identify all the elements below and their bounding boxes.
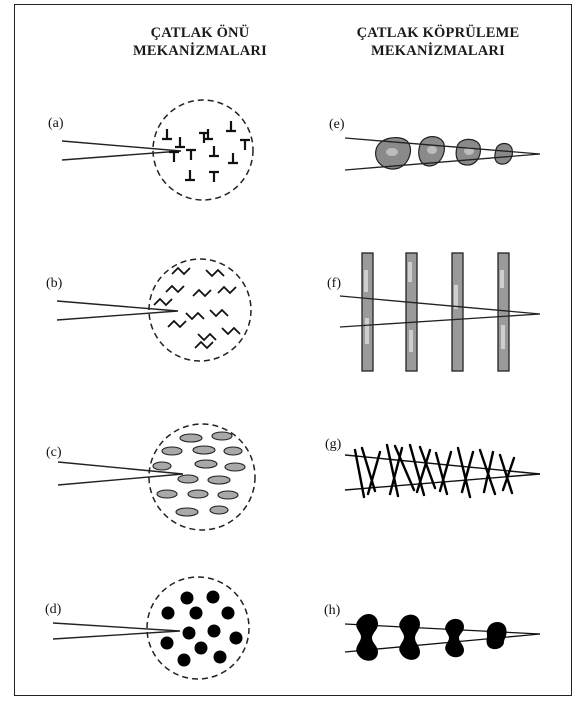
dot-particles [161, 591, 243, 667]
panel-b-microcracks [57, 259, 251, 361]
panel-f-fiber-bridges [340, 253, 540, 371]
crack-line [62, 141, 181, 160]
dislocation-symbols [162, 121, 250, 182]
process-zone-circle [149, 424, 255, 530]
process-zone-circle [147, 577, 249, 679]
ligaments [356, 614, 506, 661]
panel-h-ligament-bridges [345, 614, 540, 661]
whiskers [355, 445, 514, 497]
panel-c-particles [58, 424, 255, 530]
crack-line [53, 623, 180, 639]
panel-d-dots [53, 577, 249, 679]
ellipse-particles [153, 432, 245, 516]
panel-a-dislocations [62, 100, 253, 200]
crack-line [57, 301, 178, 320]
panel-g-whisker-bridges [345, 445, 540, 497]
fiber-highlights [364, 262, 505, 352]
fibers [362, 253, 509, 371]
microcrack-marks [154, 268, 240, 348]
panel-e-grain-bridges [345, 137, 540, 170]
